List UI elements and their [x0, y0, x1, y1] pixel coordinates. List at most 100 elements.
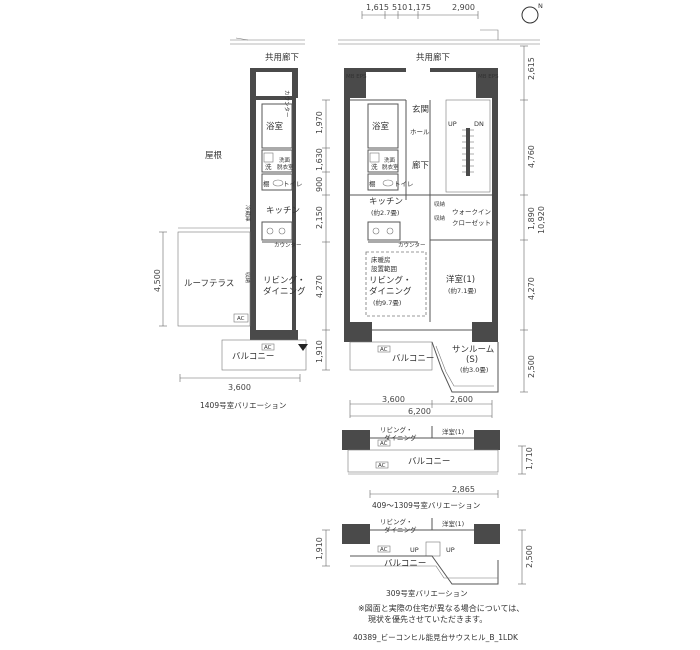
var2-ac-label: AC: [380, 547, 388, 553]
main-toilet-label: トイレ: [394, 180, 414, 188]
var2-balcony-label: バルコニー: [384, 559, 426, 569]
small-unit-caption: 1409号室バリエーション: [200, 400, 286, 410]
small-dim-width: 3,600: [228, 383, 251, 392]
small-bath-label: 浴室: [266, 121, 284, 132]
main-stairs-up: UP: [448, 120, 457, 128]
main-hallway-label: 廊下: [412, 160, 430, 171]
small-living-line1: リビング・: [263, 275, 306, 286]
main-bath-label: 浴室: [372, 121, 390, 132]
main-right-dim-3: 1,890: [527, 207, 536, 230]
main-living-line2: ダイニング: [369, 286, 412, 297]
main-right-dim-5: 2,500: [527, 355, 536, 378]
var1-ac-upper: AC: [380, 441, 388, 447]
small-corridor-label: 共用廊下: [265, 52, 300, 63]
small-balcony-label: バルコニー: [232, 352, 274, 362]
main-left-dim-1: 1,970: [315, 111, 324, 134]
small-washroom-line2: 脱衣室: [277, 163, 294, 171]
main-left-dim-3: 900: [315, 177, 324, 192]
main-wash-label: 洗: [371, 162, 378, 171]
compass-icon: N: [521, 2, 543, 24]
small-ac-label: AC: [264, 345, 272, 351]
main-right-dim-2: 4,760: [527, 145, 536, 168]
small-counter-label: カウンター: [274, 241, 302, 249]
var2-caption: 309号室バリエーション: [386, 588, 468, 598]
small-fridge-label: 冷蔵庫: [244, 205, 252, 222]
main-storage-label: 収納: [434, 200, 446, 208]
main-right-dim-4: 4,270: [527, 277, 536, 300]
main-floorheat-line2: 設置範囲: [371, 264, 397, 273]
small-ac-upper: AC: [237, 316, 245, 322]
main-walkin-line1: ウォークイン: [452, 208, 491, 216]
main-right-dim-1: 2,615: [527, 57, 536, 80]
main-kitchen-line2: (約2.7畳): [371, 208, 399, 217]
footer-code: 40389_ビーコンヒル能見台サウスヒル_B_1LDK: [353, 633, 518, 642]
main-hall-label: ホール: [410, 128, 430, 136]
main-bottom-dim-1: 3,600: [382, 395, 405, 404]
var2-western-label: 洋室(1): [442, 519, 464, 528]
main-living-line3: (約9.7畳): [373, 298, 401, 307]
main-mb-eps-left: MB EPS: [346, 74, 367, 80]
top-dim-3: 1,175: [408, 3, 431, 12]
main-counter-label: カウンター: [398, 241, 426, 249]
var1-living-line2: ダイニング: [384, 433, 417, 442]
main-kitchen-line1: キッチン: [369, 197, 403, 207]
disclaimer-line-1: ※図面と実際の住宅が異なる場合については、: [358, 604, 525, 613]
main-sunroom-line3: (約3.0畳): [460, 365, 488, 374]
var2-living-line2: ダイニング: [384, 525, 417, 534]
top-dim-4: 2,900: [452, 3, 475, 12]
main-left-dim-6: 1,910: [315, 340, 324, 363]
main-living-line1: リビング・: [369, 275, 412, 286]
small-shelf-label: 棚: [263, 179, 270, 188]
var1-ac-label: AC: [378, 463, 386, 469]
variation-409-1309: リビング・ ダイニング 洋室(1) AC AC バルコニー 1,710 2,86…: [342, 425, 534, 510]
main-shelf-label: 棚: [369, 179, 376, 188]
main-left-dim-4: 2,150: [315, 206, 324, 229]
small-wash-label: 洗: [265, 162, 272, 171]
main-balcony-label: バルコニー: [392, 354, 434, 364]
main-left-dim-5: 4,270: [315, 275, 324, 298]
compass-label: N: [538, 2, 543, 10]
var1-caption: 409～1309号室バリエーション: [372, 500, 480, 510]
main-sunroom-line2: (S): [466, 355, 478, 365]
unit-main: 共用廊下 MB EPS MB EPS 浴室 洗 洗面 脱衣室 棚 トイレ 玄関: [315, 29, 546, 418]
disclaimer-line-2: 現状を優先させていただきます。: [368, 615, 488, 624]
var2-dim-left: 1,910: [315, 537, 324, 560]
main-bottom-total: 6,200: [408, 407, 431, 416]
small-storage-label: 収納: [244, 272, 252, 284]
unit-1409: 共用廊下 屋根 カウンター 浴室 洗 洗面 脱衣室 棚 トイレ キッチン 冷蔵庫…: [153, 37, 308, 410]
main-right-total: 10,920: [537, 206, 546, 234]
var2-dim-right: 2,500: [525, 545, 534, 568]
variation-309: リビング・ ダイニング 洋室(1) AC UP UP バルコニー 1,910 2…: [315, 517, 534, 598]
main-bottom-dim-2: 2,600: [450, 395, 473, 404]
var2-living-line1: リビング・: [380, 517, 413, 526]
var1-dim-bottom: 2,865: [452, 485, 475, 494]
main-western-line1: 洋室(1): [446, 274, 475, 285]
main-sunroom-line1: サンルーム: [452, 345, 494, 355]
var2-up1: UP: [410, 546, 419, 554]
var1-dim-right: 1,710: [525, 447, 534, 470]
small-living-line2: ダイニング: [263, 286, 306, 297]
small-roof-label: 屋根: [205, 150, 223, 161]
top-dimension-line: 1,615 510 1,175 2,900: [361, 3, 479, 19]
main-corridor-label: 共用廊下: [416, 52, 451, 63]
var2-up2: UP: [446, 546, 455, 554]
main-stairs-dn: DN: [474, 120, 484, 128]
top-dim-1: 1,615: [366, 3, 389, 12]
small-dim-height: 4,500: [153, 269, 162, 292]
var1-living-line1: リビング・: [380, 425, 413, 434]
roof-terrace-label: ルーフテラス: [184, 279, 234, 289]
main-left-dim-2: 1,630: [315, 148, 324, 171]
var1-western-label: 洋室(1): [442, 427, 464, 436]
disclaimer-note: ※図面と実際の住宅が異なる場合については、 現状を優先させていただきます。: [358, 603, 524, 625]
small-toilet-label: トイレ: [283, 180, 303, 188]
main-floorheat-line1: 床暖房: [371, 255, 391, 264]
main-washroom-line1: 洗面: [384, 156, 396, 164]
var1-balcony-label: バルコニー: [408, 457, 450, 467]
main-storage-label-2: 収納: [434, 214, 446, 222]
small-kitchen-label: キッチン: [266, 206, 300, 216]
main-western-line2: (約7.1畳): [448, 286, 476, 295]
small-washroom-line1: 洗面: [279, 156, 291, 164]
main-walkin-line2: クローゼット: [452, 218, 491, 227]
main-ac-label: AC: [380, 347, 388, 353]
